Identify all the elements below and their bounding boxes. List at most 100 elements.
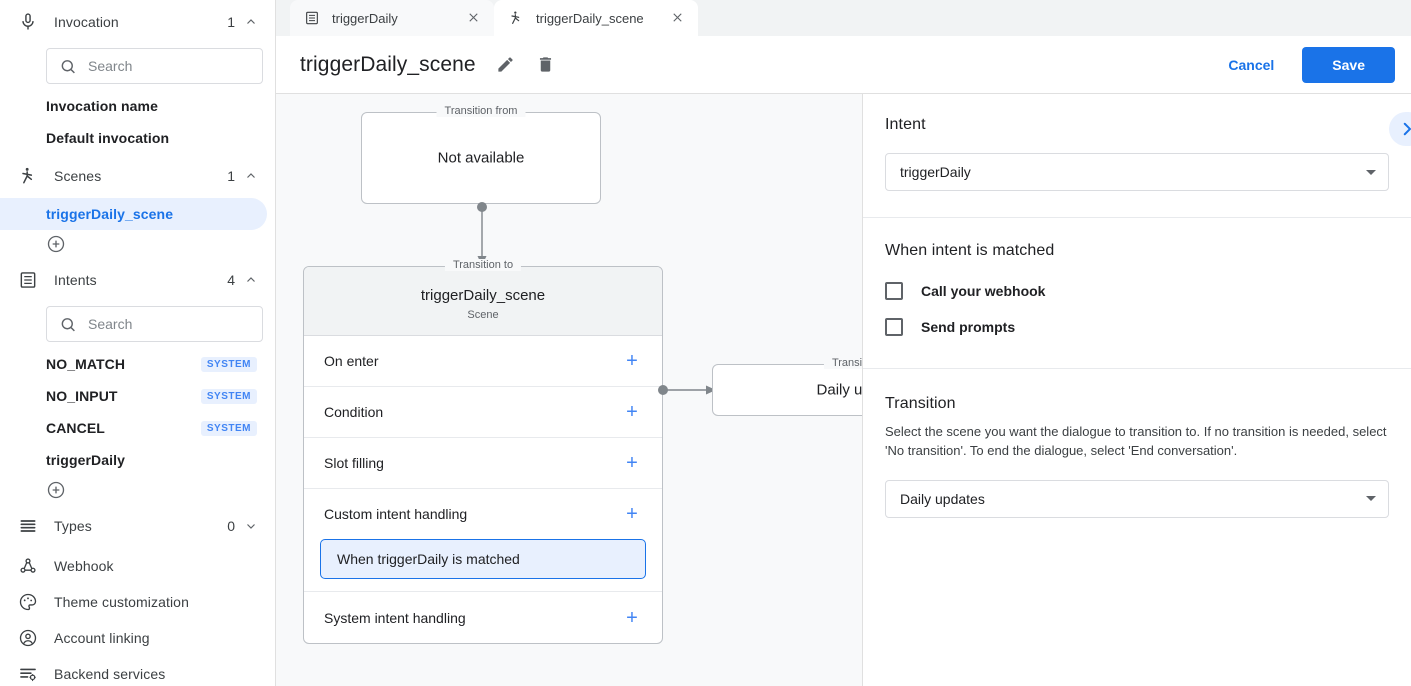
when-matched-heading: When intent is matched xyxy=(885,242,1055,259)
intent-select[interactable]: triggerDaily xyxy=(885,153,1389,191)
intent-handler-chip[interactable]: When triggerDaily is matched xyxy=(320,539,646,579)
scene-graph-canvas[interactable]: Transition from Not available Transition… xyxy=(276,94,862,686)
scene-node-subtitle: Scene xyxy=(467,309,499,321)
transition-to-legend: Transition to xyxy=(444,259,522,271)
close-icon[interactable] xyxy=(670,10,686,26)
sidebar-group-count: 0 xyxy=(227,518,235,534)
pencil-icon[interactable] xyxy=(496,55,516,75)
checkbox-box[interactable] xyxy=(885,318,903,336)
scene-row-custom-intent-handling[interactable]: Custom intent handling + xyxy=(304,489,662,539)
sidebar-item-label: Webhook xyxy=(54,558,114,574)
sidebar-group-label: Types xyxy=(54,518,92,534)
intent-handler-label: When triggerDaily is matched xyxy=(337,551,520,567)
chevron-down-icon xyxy=(1366,169,1376,175)
search-icon xyxy=(61,59,75,73)
sidebar-group-intents[interactable]: Intents 4 xyxy=(0,258,275,302)
scene-tab-icon xyxy=(508,10,524,26)
save-button[interactable]: Save xyxy=(1302,46,1395,83)
sidebar-item-theme-customization[interactable]: Theme customization xyxy=(0,584,275,620)
scene-row-system-intent-handling[interactable]: System intent handling + xyxy=(304,592,662,643)
add-custom-intent-icon[interactable]: + xyxy=(626,503,638,525)
sidebar-item-no-input[interactable]: NO_INPUT SYSTEM xyxy=(0,380,275,412)
tab-bar: triggerDaily triggerDaily_scene xyxy=(276,0,1411,36)
transition-heading: Transition xyxy=(885,395,956,412)
sidebar-item-account-linking[interactable]: Account linking xyxy=(0,620,275,656)
sidebar-item-invocation-name[interactable]: Invocation name xyxy=(0,90,275,122)
scene-row-condition[interactable]: Condition + xyxy=(304,387,662,438)
invocation-search-box[interactable] xyxy=(46,48,263,84)
scene-node[interactable]: Transition to triggerDaily_scene Scene O… xyxy=(303,259,663,644)
add-slot-filling-icon[interactable]: + xyxy=(626,452,638,474)
sidebar-group-label: Intents xyxy=(54,272,97,288)
trash-icon[interactable] xyxy=(536,55,556,75)
status-badge: SYSTEM xyxy=(200,388,257,404)
intents-search-box[interactable] xyxy=(46,306,263,342)
backend-icon xyxy=(16,662,40,686)
invocation-search-input[interactable] xyxy=(88,58,250,74)
search-icon xyxy=(61,317,75,331)
sidebar-group-count: 4 xyxy=(227,272,235,288)
chevron-up-icon xyxy=(245,170,257,182)
status-badge: SYSTEM xyxy=(200,356,257,372)
invocation-search-wrap xyxy=(0,44,275,90)
sidebar-group-invocation[interactable]: Invocation 1 xyxy=(0,0,275,44)
scene-node-header: triggerDaily_scene Scene xyxy=(304,267,662,336)
cancel-button[interactable]: Cancel xyxy=(1214,48,1288,82)
intent-tab-icon xyxy=(304,10,320,26)
transition-from-node[interactable]: Transition from Not available xyxy=(361,105,601,204)
close-icon[interactable] xyxy=(466,10,482,26)
scene-row-on-enter[interactable]: On enter + xyxy=(304,336,662,387)
add-on-enter-icon[interactable]: + xyxy=(626,350,638,372)
tab-triggerdaily[interactable]: triggerDaily xyxy=(290,0,494,36)
sidebar-item-label: Default invocation xyxy=(46,130,170,146)
scene-row-slot-filling[interactable]: Slot filling + xyxy=(304,438,662,489)
sidebar-group-scenes[interactable]: Scenes 1 xyxy=(0,154,275,198)
tab-triggerdaily-scene[interactable]: triggerDaily_scene xyxy=(494,0,698,36)
sidebar-group-label: Scenes xyxy=(54,168,102,184)
sidebar-item-triggerdaily-scene[interactable]: triggerDaily_scene xyxy=(0,198,267,230)
add-system-intent-icon[interactable]: + xyxy=(626,606,638,629)
sidebar-item-cancel[interactable]: CANCEL SYSTEM xyxy=(0,412,275,444)
sidebar-item-default-invocation[interactable]: Default invocation xyxy=(0,122,275,154)
panel-section-when-matched: When intent is matched Call your webhook… xyxy=(863,218,1411,369)
page-title: triggerDaily_scene xyxy=(300,52,476,76)
intents-icon xyxy=(16,268,40,292)
checkbox-box[interactable] xyxy=(885,282,903,300)
transition-from-label: Not available xyxy=(437,149,525,167)
checkbox-label: Send prompts xyxy=(921,319,1016,335)
checkbox-label: Call your webhook xyxy=(921,283,1046,299)
add-scene-icon[interactable] xyxy=(46,234,66,254)
sidebar-item-label: NO_MATCH xyxy=(46,356,126,372)
palette-icon xyxy=(16,590,40,614)
sidebar-group-types[interactable]: Types 0 xyxy=(0,504,275,548)
sidebar-item-triggerdaily[interactable]: triggerDaily xyxy=(0,444,275,476)
transition-target-label: Daily updates xyxy=(816,381,862,399)
transition-select[interactable]: Daily updates xyxy=(885,479,1389,518)
scene-row-label: Condition xyxy=(324,404,384,420)
account-icon xyxy=(16,626,40,650)
sidebar-item-no-match[interactable]: NO_MATCH SYSTEM xyxy=(0,348,275,380)
sidebar-item-webhook[interactable]: Webhook xyxy=(0,548,275,584)
scene-node-title: triggerDaily_scene xyxy=(420,287,546,304)
transition-target-legend: Transition to xyxy=(823,357,862,369)
scene-row-label: Custom intent handling xyxy=(324,506,468,522)
transition-select-value: Daily updates xyxy=(900,490,985,507)
intents-search-input[interactable] xyxy=(88,316,250,332)
add-intent-icon[interactable] xyxy=(46,480,66,500)
scene-row-label: On enter xyxy=(324,353,379,369)
sidebar-item-backend-services[interactable]: Backend services xyxy=(0,656,275,686)
intent-select-value: triggerDaily xyxy=(900,164,971,180)
add-condition-icon[interactable]: + xyxy=(626,401,638,423)
chevron-right-icon[interactable] xyxy=(1389,112,1411,146)
left-sidebar: Invocation 1 Invocation name Default inv… xyxy=(0,0,276,686)
sidebar-item-label: Account linking xyxy=(54,630,150,646)
add-scene-row xyxy=(0,230,275,258)
chevron-up-icon xyxy=(245,274,257,286)
checkbox-call-your-webhook[interactable]: Call your webhook xyxy=(885,282,1389,300)
checkbox-send-prompts[interactable]: Send prompts xyxy=(885,318,1389,336)
transition-target-node[interactable]: Transition to Daily updates xyxy=(712,357,862,416)
chevron-up-icon xyxy=(245,16,257,28)
sidebar-item-label: Invocation name xyxy=(46,98,158,114)
body-area: Transition from Not available Transition… xyxy=(276,94,1411,686)
